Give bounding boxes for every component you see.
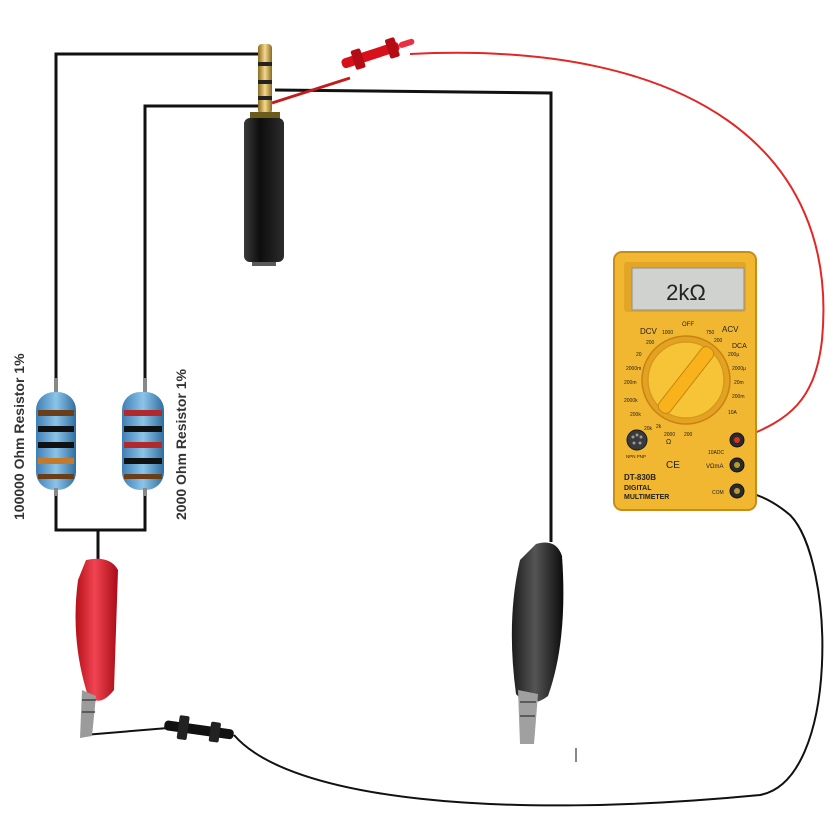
jack-collar	[250, 112, 280, 120]
model-line2: MULTIMETER	[624, 494, 669, 501]
multimeter-display	[631, 267, 745, 311]
red-test-hook	[341, 37, 415, 70]
port-vomA-label: VΩmA	[706, 464, 724, 470]
audio-jack	[244, 44, 284, 266]
scale-left-2: 20	[636, 352, 642, 358]
wire-sleeve-to-black-clip	[274, 88, 553, 542]
label-acv: ACV	[722, 325, 739, 334]
resistor-2k	[122, 378, 164, 496]
label-off: OFF	[682, 322, 694, 328]
rotary-dial-knob[interactable]	[656, 344, 716, 416]
multimeter: 2kΩ DCV ACV DCA OFF 1000 200 20 2000m 20…	[613, 251, 757, 511]
label-ohm: Ω	[666, 439, 671, 446]
label-dca: DCA	[732, 343, 747, 350]
hfe-socket	[626, 429, 648, 451]
scale-right-4: 20m	[734, 380, 744, 386]
scale-bottom-3: 200	[684, 432, 693, 438]
scale-left-1: 200	[646, 340, 655, 346]
scale-right-5: 200m	[732, 394, 745, 400]
scale-left-4: 200m	[624, 380, 637, 386]
jack-plug-tip	[258, 44, 272, 114]
wire-probe-to-com	[233, 491, 824, 807]
black-alligator-clip	[511, 542, 564, 744]
label-dcv: DCV	[640, 327, 658, 336]
scale-right-3: 2000μ	[732, 366, 746, 372]
scale-right-2: 200μ	[728, 352, 739, 358]
wire-red-lead	[271, 76, 351, 105]
port-com-label: COM	[712, 490, 724, 496]
jack-body	[244, 118, 284, 262]
model-line1: DIGITAL	[624, 485, 652, 492]
wire-clip-to-probe	[83, 727, 169, 736]
black-test-hook	[164, 715, 234, 743]
label-ce: CE	[666, 460, 680, 471]
scale-left-0: 1000	[662, 330, 673, 336]
resistor-100k	[36, 378, 76, 496]
scale-bottom-1: 2k	[656, 424, 662, 430]
wire-resistor-bottom	[54, 485, 147, 532]
wire-left-inner	[143, 104, 258, 385]
scale-right-1: 200	[714, 338, 723, 344]
model-name: DT-830B	[624, 473, 656, 482]
wire-red-probe	[409, 51, 825, 439]
scale-right-6: 10A	[728, 410, 738, 416]
scale-bottom-2: 2000	[664, 432, 675, 438]
multimeter-reading: 2kΩ	[666, 280, 706, 305]
wire-left-outer	[54, 52, 258, 385]
scale-bottom-0: 20k	[644, 426, 653, 432]
label-npn-pnp: NPN PNP	[626, 454, 646, 459]
resistor-100k-label: 100000 Ohm Resistor 1%	[11, 353, 27, 520]
scale-left-6: 200k	[630, 412, 641, 418]
wiring	[54, 52, 824, 807]
scale-right-0: 750	[706, 330, 715, 336]
scale-left-5: 2000k	[624, 398, 638, 404]
resistor-2k-label: 2000 Ohm Resistor 1%	[173, 368, 189, 520]
red-alligator-clip	[75, 558, 118, 738]
port-10adc-label: 10ADC	[708, 450, 725, 456]
scale-left-3: 2000m	[626, 366, 641, 372]
